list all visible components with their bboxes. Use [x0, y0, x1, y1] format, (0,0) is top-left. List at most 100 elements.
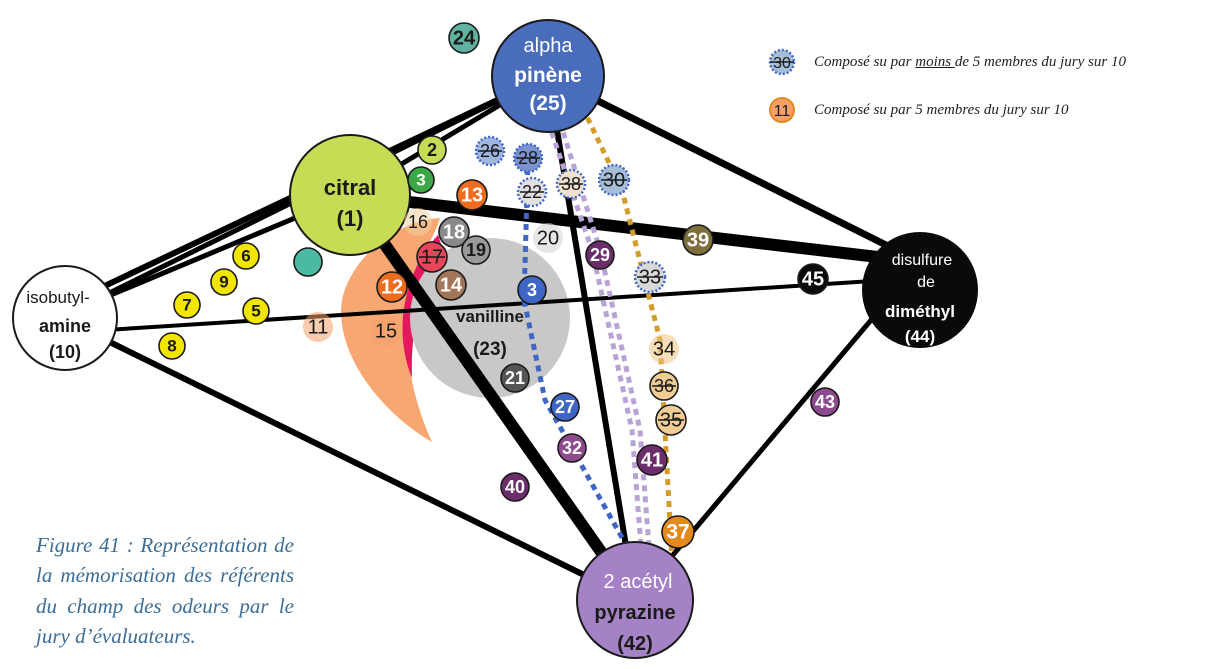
compound-marker-37: 37	[661, 515, 695, 549]
compound-marker-32: 32	[557, 433, 587, 463]
compound-marker-circle	[585, 240, 615, 270]
compound-marker-40: 40	[500, 472, 530, 502]
legend-marker-label: 30	[773, 55, 791, 72]
compound-marker-label: 39	[687, 229, 709, 251]
compound-marker-7: 7	[173, 291, 201, 319]
compound-marker-circle	[438, 216, 470, 248]
compound-marker-9: 9	[210, 268, 238, 296]
compound-marker-34: 34	[649, 334, 679, 364]
compound-marker-circle	[173, 291, 201, 319]
compound-marker-label: 3	[416, 170, 425, 189]
legend-label-five: Composé su par 5 membres du jury sur 10	[814, 101, 1069, 118]
compound-marker-label: 29	[590, 245, 610, 265]
compound-marker-label: 15	[375, 320, 397, 342]
figure-caption: Figure 41 : Représentation de la mémoris…	[36, 533, 294, 649]
compound-marker-17: 17	[416, 241, 448, 273]
vanilline-label-3: (23)	[473, 339, 507, 360]
compound-marker-circle	[557, 433, 587, 463]
compound-marker-label: 43	[815, 392, 835, 412]
compound-marker-13: 13	[456, 179, 488, 211]
pyrazine-label-1: 2 acétyl	[604, 571, 673, 593]
compound-marker-circle	[517, 275, 547, 305]
compound-marker-label: 14	[440, 274, 463, 296]
compound-marker-circle	[636, 444, 668, 476]
compound-marker-circle	[500, 472, 530, 502]
compound-marker-39: 39	[682, 224, 714, 256]
compound-marker-36: 36	[649, 371, 679, 401]
compound-marker-label: 3	[527, 280, 537, 300]
legend-item-five: 11 Composé su par 5 membres du jury sur …	[764, 96, 1068, 124]
compound-marker-circle	[158, 332, 186, 360]
compound-marker-circle	[303, 312, 333, 342]
compound-marker-label: 41	[641, 449, 663, 471]
compound-marker-label: 32	[562, 438, 582, 458]
compound-marker-27: 27	[550, 392, 580, 422]
compound-marker-circle	[500, 363, 530, 393]
compound-marker-20: 20	[533, 223, 563, 253]
disulfure-label-3: diméthyl	[885, 302, 955, 321]
compound-marker-8: 8	[158, 332, 186, 360]
compound-marker-circle	[376, 271, 408, 303]
compound-marker-circle	[242, 297, 270, 325]
compound-marker-circle	[435, 269, 467, 301]
compound-marker-18: 18	[438, 216, 470, 248]
compound-marker-label: 12	[381, 276, 403, 298]
compound-marker-circle	[448, 22, 480, 54]
compound-marker-38: 38	[555, 168, 587, 200]
compound-marker-21: 21	[500, 363, 530, 393]
link-pinene-pyrazine	[545, 73, 638, 603]
alpha-pinene-label-2: pinène	[514, 64, 582, 87]
compound-marker-label: 18	[443, 221, 465, 243]
compound-marker-circle	[407, 166, 435, 194]
compound-marker-41: 41	[636, 444, 668, 476]
pyrazine-node	[576, 541, 694, 659]
alpha-pinene-node	[491, 19, 605, 133]
compound-marker-15: 15	[371, 316, 401, 346]
dotted-link-blue	[521, 157, 633, 554]
isobutylamine-label-2: amine	[39, 316, 91, 336]
compound-marker-24: 24	[448, 22, 480, 54]
compound-marker-30: 30	[597, 163, 631, 197]
disulfure-label-2: de	[917, 274, 935, 291]
disulfure-label-1: disulfure	[892, 252, 953, 269]
compound-marker-6: 6	[232, 242, 260, 270]
legend-marker-label: 11	[774, 103, 791, 120]
compound-marker-circle	[661, 515, 695, 549]
compound-marker-label: 34	[653, 338, 675, 360]
isobutylamine-label-1: isobutyl-	[26, 288, 89, 307]
legend-marker-five: 11	[769, 97, 795, 123]
link-isobutylamine-pyrazine	[72, 322, 638, 603]
compound-marker-label: 6	[241, 246, 250, 265]
compound-marker-label: 27	[555, 397, 575, 417]
pyrazine-label-3: (42)	[617, 633, 653, 655]
compound-marker-label: 9	[219, 272, 228, 291]
citral-label-2: citral	[324, 175, 377, 200]
compound-marker-label: 21	[505, 368, 525, 388]
compound-marker-label: 2	[427, 140, 437, 160]
compound-marker-label: 11	[308, 316, 329, 338]
compound-marker-29: 29	[585, 240, 615, 270]
link-citral-disulfure	[344, 189, 926, 268]
compound-marker-label: 7	[182, 295, 191, 314]
citral-node	[289, 134, 411, 256]
compound-marker-label: 45	[802, 268, 824, 290]
legend-item-less-than-five: 30 Composé su par moins de 5 membres du …	[764, 48, 1126, 76]
compound-marker-circle	[810, 387, 840, 417]
alpha-pinene-label-1: alpha	[524, 35, 574, 57]
compound-marker-label: 19	[466, 240, 486, 260]
compound-marker-label: 16	[408, 212, 428, 232]
compound-marker-35: 35	[655, 404, 687, 436]
compound-marker-2: 2	[417, 135, 447, 165]
disulfure-label-4: (44)	[905, 327, 935, 346]
isobutylamine-label-3: (10)	[49, 342, 81, 362]
compound-marker-label: 37	[666, 521, 689, 544]
compound-marker-circle	[417, 135, 447, 165]
compound-marker-label: 5	[251, 301, 260, 320]
compound-marker-45: 45	[797, 263, 829, 295]
compound-marker-5: 5	[242, 297, 270, 325]
compound-marker-19: 19	[461, 235, 491, 265]
compound-marker-circle	[682, 224, 714, 256]
